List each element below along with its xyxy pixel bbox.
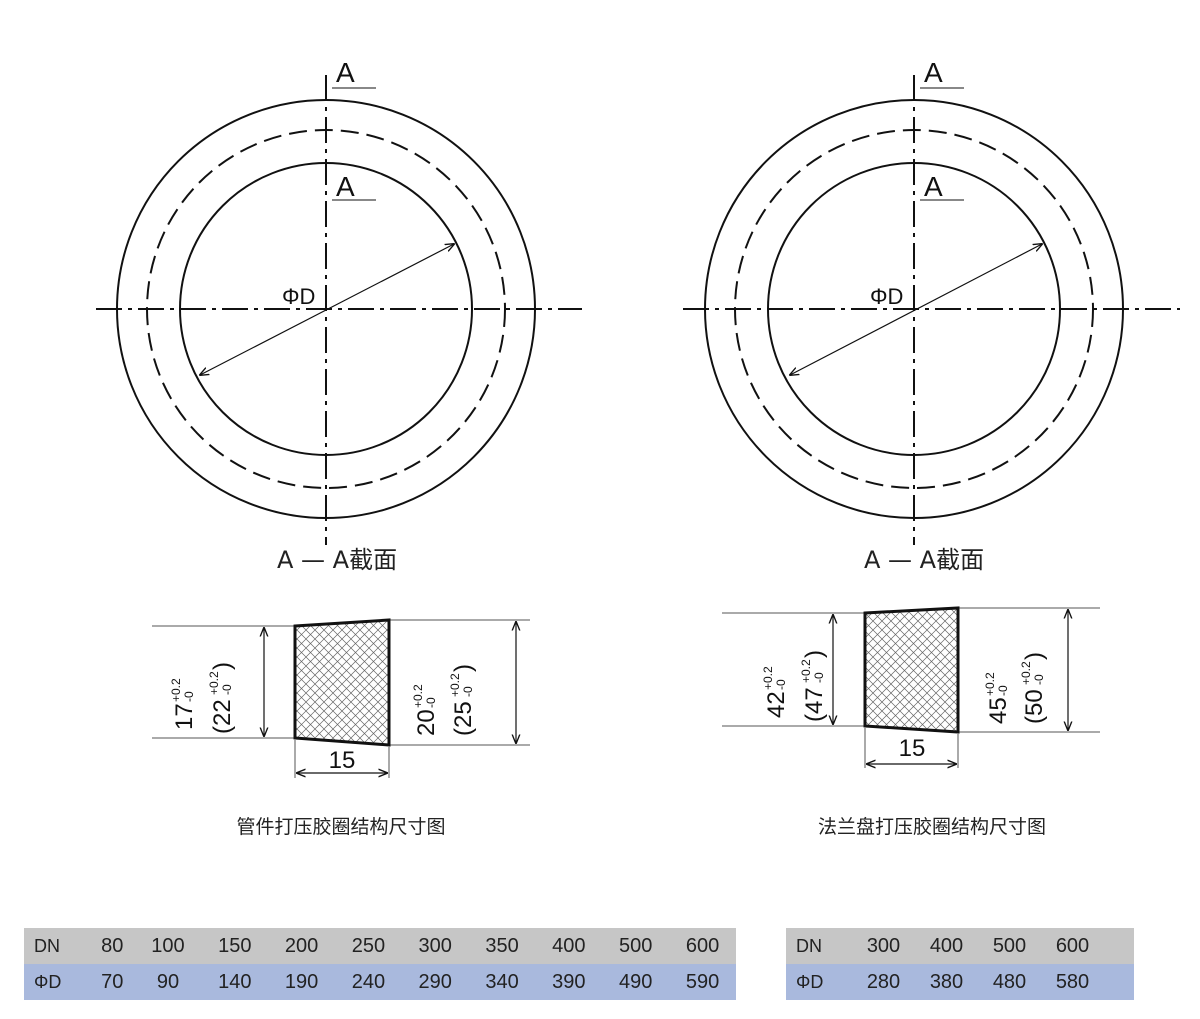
pipe-dn-row: DN 80 100 150 200 250 300 350 400 500 60… [24,928,736,964]
svg-text:-0: -0 [812,672,826,683]
flange-left-dimension: 42 +0.2 -0 [761,666,790,718]
svg-text:-0: -0 [220,684,234,695]
flange-phid-cell: 580 [1055,970,1090,993]
svg-text:): ) [801,650,828,658]
flange-dn-cell: 300 [866,934,901,957]
pipe-dn-cell: 250 [351,934,386,957]
pipe-phid-cell: 490 [618,970,653,993]
pipe-dn-cell: 600 [685,934,720,957]
pipe-phid-cell: 90 [156,970,180,993]
pipe-right-dimension: 20 +0.2 -0 [411,684,440,736]
flange-left-dimension-alt: (47 +0.2 -0 ) [799,650,828,722]
flange-phid-cell: 280 [866,970,901,993]
pipe-right-dimension-alt: (25 +0.2 -0 ) [448,664,477,736]
pipe-dn-header: DN [34,935,60,956]
svg-text:+0.2: +0.2 [1019,661,1033,685]
svg-text:-0: -0 [774,679,788,690]
svg-text:+0.2: +0.2 [983,672,997,696]
pipe-dn-cell: 80 [101,934,124,957]
svg-text:+0.2: +0.2 [448,673,462,697]
flange-dn-cell: 400 [929,934,964,957]
pipe-section-mark-inner: A [336,171,355,202]
pipe-section-caption: A — A截面 [277,546,397,574]
svg-text:45: 45 [985,697,1012,724]
svg-text:+0.2: +0.2 [799,659,813,683]
pipe-diameter-label: ΦD [282,284,315,309]
flange-phid-spacer [1104,964,1134,1000]
pipe-width-label: 15 [329,747,356,774]
flange-size-table: DN 300 400 500 600 ΦD 280 380 480 580 [786,928,1134,1000]
flange-dn-cell: 600 [1055,934,1090,957]
svg-text:20: 20 [413,709,440,736]
svg-text:+0.2: +0.2 [207,671,221,695]
flange-ring-drawing: ΦD A A A — A截面 [683,57,1180,574]
svg-text:-0: -0 [996,685,1010,696]
pipe-phid-cell: 70 [101,970,124,993]
svg-text:-0: -0 [461,686,475,697]
svg-text:-0: -0 [1032,674,1046,685]
svg-text:(25: (25 [450,701,477,736]
flange-section-mark-top: A [924,57,943,88]
pipe-profile-section [293,618,391,747]
svg-text:): ) [450,664,477,672]
pipe-phid-cell: 290 [418,970,452,993]
svg-text:(50: (50 [1021,689,1048,724]
flange-phid-header: ΦD [796,971,824,992]
pipe-phid-cell: 340 [485,970,519,993]
pipe-dn-cell: 500 [618,934,653,957]
pipe-left-dimension: 17 +0.2 -0 [169,678,198,730]
pipe-phid-cell: 190 [284,970,319,993]
pipe-phid-header: ΦD [34,971,62,992]
svg-text:-0: -0 [424,697,438,708]
pipe-dn-cell: 100 [151,934,185,957]
pipe-dn-cell: 200 [284,934,319,957]
pipe-ring-drawing: ΦD A A A — A截面 [96,57,582,574]
pipe-phid-row: ΦD 70 90 140 190 240 290 340 390 490 590 [24,964,736,1000]
svg-text:+0.2: +0.2 [761,666,775,690]
pipe-dn-cell: 300 [418,934,452,957]
pipe-dn-cell: 400 [552,934,586,957]
svg-text:17: 17 [171,703,198,730]
flange-right-dimension: 45 +0.2 -0 [983,672,1012,724]
flange-diameter-label: ΦD [870,284,903,309]
flange-section-mark-inner: A [924,171,943,202]
flange-width-label: 15 [899,735,926,762]
flange-diameter-arrow [790,244,1042,375]
svg-text:+0.2: +0.2 [411,684,425,708]
flange-profile-section [863,606,960,734]
svg-text:42: 42 [763,691,790,718]
flange-dn-spacer [1104,928,1134,964]
svg-text:): ) [1021,652,1048,660]
flange-section-caption: A — A截面 [864,546,984,574]
pipe-left-dimension-alt: (22 +0.2 -0 ) [207,662,236,734]
svg-text:(22: (22 [209,699,236,734]
flange-profile-caption: 法兰盘打压胶圈结构尺寸图 [818,816,1046,838]
pipe-phid-cell: 240 [351,970,386,993]
pipe-dn-cell: 150 [218,934,252,957]
svg-text:-0: -0 [182,691,196,702]
svg-text:): ) [209,662,236,670]
pipe-diameter-arrow [200,244,454,375]
flange-right-dimension-alt: (50 +0.2 -0 ) [1019,652,1048,724]
pipe-phid-cell: 390 [552,970,586,993]
flange-dn-cell: 500 [992,934,1027,957]
flange-profile: 15 42 +0.2 -0 (47 +0.2 -0 ) 45 +0.2 -0 (… [722,606,1100,838]
svg-text:(47: (47 [801,687,828,722]
flange-phid-cell: 480 [992,970,1027,993]
pipe-section-mark-top: A [336,57,355,88]
pipe-size-table: DN 80 100 150 200 250 300 350 400 500 60… [24,928,736,1000]
flange-dn-row: DN 300 400 500 600 [786,928,1134,964]
pipe-phid-cell: 140 [218,970,252,993]
pipe-profile-caption: 管件打压胶圈结构尺寸图 [236,816,445,838]
pipe-profile: 15 17 +0.2 -0 (22 +0.2 -0 ) 20 +0.2 -0 (… [152,618,530,838]
pipe-phid-cell: 590 [685,970,720,993]
svg-text:+0.2: +0.2 [169,678,183,702]
pipe-dn-cell: 350 [485,934,519,957]
flange-dn-header: DN [796,935,822,956]
flange-phid-row: ΦD 280 380 480 580 [786,964,1134,1000]
flange-phid-cell: 380 [929,970,964,993]
